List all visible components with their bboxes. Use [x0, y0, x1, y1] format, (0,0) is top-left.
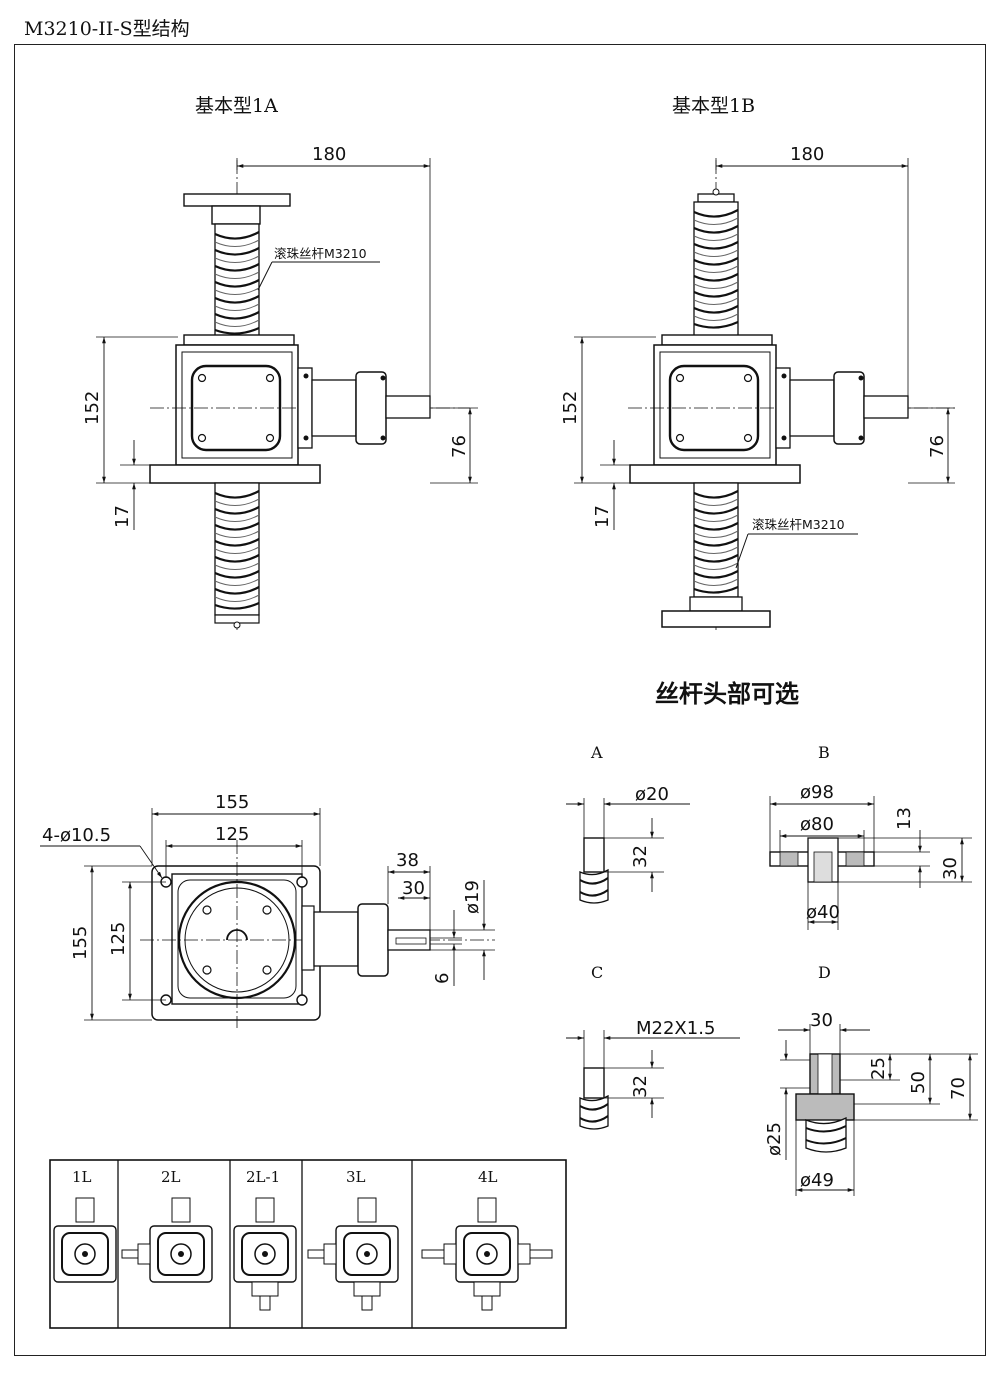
- dim-1b-height: 152: [560, 391, 581, 425]
- dim-top-width-outer: 155: [215, 792, 249, 813]
- option-d-h25: 25: [868, 1057, 889, 1080]
- config-table: 1L 2L 2L-1 3L 4L: [49, 1159, 567, 1329]
- screw-label-1a: 滚珠丝杆M3210: [274, 246, 367, 261]
- config-icon-2l-1: [233, 1197, 297, 1311]
- type-1a-drawing: 基本型1A 滚珠丝杆M3210: [82, 95, 478, 630]
- option-b-label: B: [818, 743, 830, 762]
- dim-top-holes: 4-ø10.5: [42, 825, 111, 846]
- option-c-thread: M22X1.5: [636, 1018, 715, 1039]
- option-c-drawing: C M22X1.5 32: [566, 963, 740, 1130]
- config-icon-3l: [307, 1197, 399, 1311]
- dim-1b-shaft: 76: [927, 435, 948, 458]
- option-b-thk: 13: [894, 807, 915, 830]
- config-label-2l-1: 2L-1: [246, 1168, 280, 1186]
- dim-top-shaft-len: 38: [396, 850, 419, 871]
- page-title: M3210-II-S型结构: [24, 18, 190, 40]
- screw-label-1b: 滚珠丝杆M3210: [752, 517, 845, 532]
- option-d-label: D: [818, 963, 831, 982]
- config-label-4l: 4L: [478, 1168, 498, 1186]
- option-d-d49: ø49: [800, 1170, 834, 1191]
- dim-1b-top: 180: [790, 144, 824, 165]
- dim-1a-height: 152: [82, 391, 103, 425]
- option-d-h50: 50: [908, 1071, 929, 1094]
- screw-upper-1a: [214, 223, 260, 337]
- option-c-label: C: [591, 963, 603, 982]
- dim-top-height-outer: 155: [70, 926, 91, 960]
- dim-top-height-inner: 125: [108, 922, 129, 956]
- option-a-label: A: [590, 743, 603, 762]
- screw-upper-1b: [693, 201, 739, 337]
- option-a-drawing: A ø20 32: [566, 743, 690, 904]
- option-d-h70: 70: [948, 1077, 969, 1100]
- option-d-top: 30: [810, 1010, 833, 1031]
- dim-1a-top: 180: [312, 144, 346, 165]
- config-label-1l: 1L: [72, 1168, 92, 1186]
- options-title: 丝杆头部可选: [655, 680, 799, 708]
- type-1b-title: 基本型1B: [672, 95, 755, 117]
- option-b-height: 30: [940, 857, 961, 880]
- option-b-pcd: ø80: [800, 814, 834, 835]
- option-a-len: 32: [630, 845, 651, 868]
- dim-top-key-len: 30: [402, 878, 425, 899]
- type-1b-drawing: 基本型1B 滚珠丝杆M3210: [560, 95, 955, 630]
- type-1a-title: 基本型1A: [195, 95, 278, 117]
- config-icon-2l: [121, 1197, 213, 1283]
- dim-top-key: 6: [432, 973, 453, 984]
- option-a-dia: ø20: [635, 784, 669, 805]
- option-d-drawing: D 30 ø25 ø49 25 50 70: [764, 963, 978, 1196]
- option-b-inner: ø40: [806, 902, 840, 923]
- dim-top-shaft-dia: ø19: [462, 880, 483, 914]
- config-icon-4l: [421, 1197, 553, 1311]
- dim-1a-shaft: 76: [449, 435, 470, 458]
- dim-top-width-inner: 125: [215, 824, 249, 845]
- dim-1a-base: 17: [112, 505, 133, 528]
- option-b-drawing: B ø98 ø80 ø40 13 30: [769, 743, 972, 930]
- config-icon-1l: [53, 1197, 117, 1283]
- option-d-d25: ø25: [764, 1122, 785, 1156]
- option-b-outer: ø98: [800, 782, 834, 803]
- option-c-len: 32: [630, 1075, 651, 1098]
- top-view-drawing: 155 125 4-ø10.5 155 125 38 30 ø19 6: [40, 792, 495, 1028]
- drawing-frame: [14, 44, 986, 1356]
- dim-1b-base: 17: [592, 505, 613, 528]
- config-label-2l: 2L: [161, 1168, 181, 1186]
- screw-lower-1b: [661, 482, 771, 628]
- config-label-3l: 3L: [346, 1168, 366, 1186]
- screw-lower-1a: [214, 482, 260, 629]
